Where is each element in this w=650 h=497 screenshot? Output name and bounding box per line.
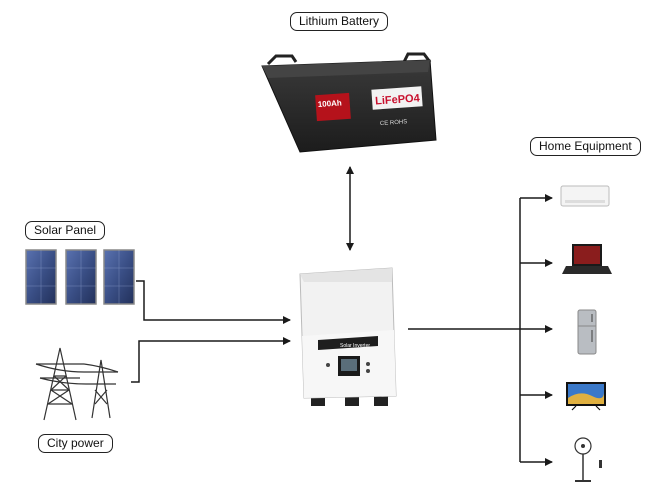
lithium-battery-icon: 100Ah LiFePO4 CE ROHS: [261, 52, 437, 153]
label-home-equipment: Home Equipment: [530, 137, 641, 156]
power-tower-icon: [35, 347, 119, 421]
battery-cert-text: CE ROHS: [380, 119, 408, 127]
label-solar-panel: Solar Panel: [25, 221, 106, 240]
connection-lines: [131, 166, 553, 466]
solar-panel-icon: [25, 249, 135, 305]
grid-to-inverter-arrow: [131, 337, 291, 383]
battery-capacity-text: 100Ah: [317, 98, 342, 109]
inverter-brand-text: Solar Inverter: [340, 343, 370, 349]
laptop-icon: [562, 244, 612, 274]
fan-icon: [574, 437, 602, 482]
solar-to-inverter-arrow: [136, 280, 291, 324]
television-icon: [566, 382, 606, 411]
label-lithium-battery: Lithium Battery: [290, 12, 389, 31]
air-conditioner-icon: [560, 185, 610, 207]
label-city-power: City power: [38, 434, 113, 453]
battery-chemistry-text: LiFePO4: [375, 92, 421, 107]
refrigerator-icon: [577, 309, 597, 355]
solar-inverter-icon: Solar Inverter: [299, 267, 397, 406]
